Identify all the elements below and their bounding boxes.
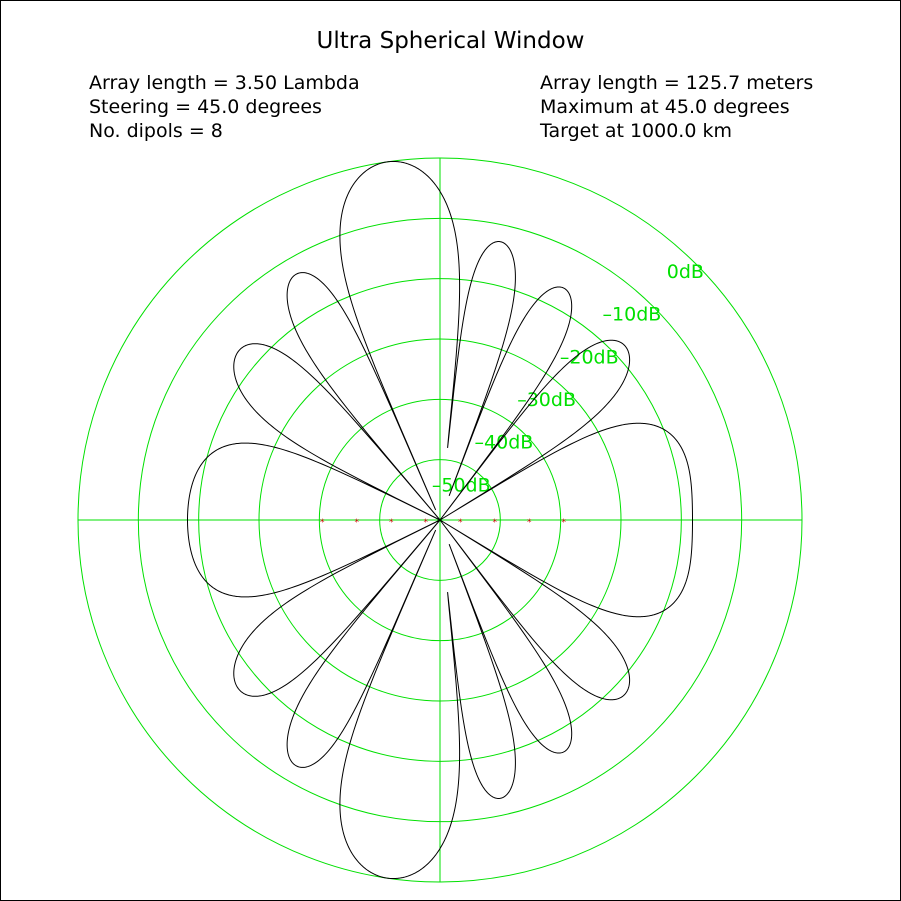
info-right: Array length = 125.7 meters Maximum at 4… — [540, 71, 813, 143]
dipole-marker: * — [527, 518, 532, 528]
info-steering: Steering = 45.0 degrees — [89, 96, 322, 118]
radiation-pattern — [187, 160, 693, 880]
dipole-marker: * — [355, 518, 360, 528]
tick-label-30db: –30dB — [517, 389, 576, 411]
tick-label-20db: –20dB — [560, 346, 619, 368]
radial-tick-labels: 0dB–10dB –20dB –30dB –40dB –50dB — [432, 261, 704, 496]
info-left: Array length = 3.50 Lambda Steering = 45… — [89, 71, 360, 143]
dipole-marker: * — [458, 518, 463, 528]
dipole-marker: * — [389, 518, 394, 528]
dipole-marker: * — [493, 518, 498, 528]
tick-label-50db: –50dB — [432, 474, 491, 496]
tick-label-10db: –10dB — [603, 304, 662, 326]
dipole-markers: * * * * * * * * — [320, 518, 567, 528]
dipole-marker: * — [424, 518, 429, 528]
info-dipole-count: No. dipols = 8 — [89, 120, 223, 142]
chart-title: Ultra Spherical Window — [316, 28, 585, 54]
tick-label-40db: –40dB — [475, 432, 534, 454]
info-array-length-lambda: Array length = 3.50 Lambda — [89, 72, 360, 94]
dipole-marker: * — [320, 518, 325, 528]
info-array-length-meters: Array length = 125.7 meters — [540, 72, 814, 94]
info-target: Target at 1000.0 km — [540, 120, 732, 142]
tick-label-0db: 0dB — [667, 261, 704, 283]
pattern-line — [187, 160, 693, 880]
info-maximum: Maximum at 45.0 degrees — [540, 96, 790, 118]
dipole-marker: * — [562, 518, 567, 528]
